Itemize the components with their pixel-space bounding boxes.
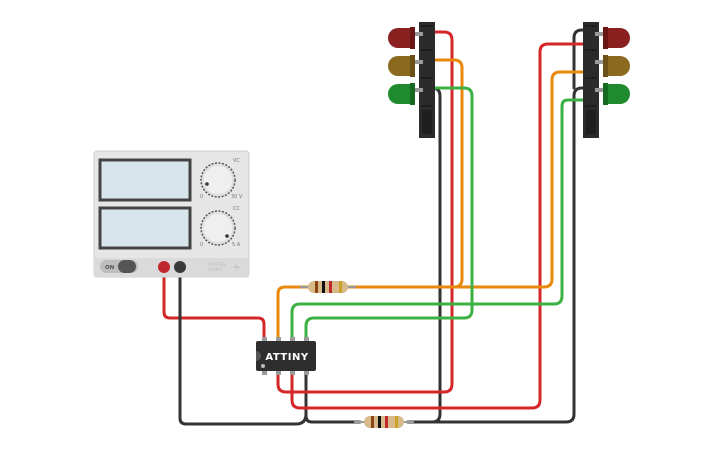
chip-pin [276, 368, 281, 375]
current-display [98, 206, 192, 250]
right-red-led-rim [603, 27, 608, 49]
right-green-led-rim [603, 83, 608, 105]
light-left-strip-base [422, 110, 432, 134]
wire-orange-right-light[interactable] [346, 70, 592, 289]
left-yellow-led-rim [410, 55, 415, 77]
positive-terminal[interactable] [158, 261, 170, 273]
current-max-label: 5 A [232, 242, 241, 248]
voltage-display [98, 158, 192, 202]
voltage-min-label: 0 [200, 194, 203, 200]
left-red-led-rim [410, 27, 415, 49]
light-right-strip-base [586, 110, 596, 134]
wires [162, 28, 592, 426]
light-right-strip-segments [585, 25, 597, 107]
light-left-strip-segments [421, 25, 433, 107]
chip-label: ATTINY [265, 352, 308, 363]
chip-pin [290, 337, 295, 344]
current-min-label: 0 [200, 242, 203, 248]
traffic-light-right[interactable] [583, 22, 630, 138]
voltage-max-label: 30 V [231, 194, 243, 200]
current-knob-face [204, 214, 232, 242]
traffic-light-left[interactable] [388, 22, 435, 138]
left-yellow-led[interactable] [388, 56, 412, 76]
wire-black-right-light-top[interactable] [572, 28, 592, 90]
wire-orange-chip-resistor[interactable] [276, 285, 312, 344]
wire-black-left-light[interactable] [304, 86, 442, 424]
chip-notch [256, 351, 261, 361]
right-yellow-led-rim [603, 55, 608, 77]
resistor-top-band-1 [315, 281, 318, 293]
resistor-bottom-band-4 [395, 416, 398, 428]
voltage-knob-indicator [205, 182, 209, 186]
power-switch-label: ON [105, 265, 115, 271]
wire-red-power[interactable] [162, 266, 266, 344]
brand-line-2: SUPPLY [208, 267, 223, 272]
left-red-led[interactable] [388, 28, 412, 48]
chip-pin [304, 368, 309, 375]
chip-pin [262, 368, 267, 375]
wire-green-left-light[interactable] [290, 98, 592, 344]
right-yellow-led[interactable] [606, 56, 630, 76]
power-switch[interactable] [118, 260, 136, 273]
voltage-mode-label: VC [233, 158, 240, 164]
right-red-led[interactable] [606, 28, 630, 48]
chip-body [256, 341, 316, 371]
resistor-top-band-2 [322, 281, 325, 293]
resistor-bottom-band-1 [371, 416, 374, 428]
resistor-bottom[interactable] [354, 416, 414, 428]
wire-red-left-light[interactable] [276, 30, 454, 394]
light-right-strip [583, 22, 599, 138]
light-left-strip [419, 22, 435, 138]
resistor-bottom-band-2 [378, 416, 381, 428]
current-knob-indicator [225, 234, 229, 238]
wire-green-right-light[interactable] [304, 86, 474, 344]
chip-pin [290, 368, 295, 375]
resistor-top[interactable] [300, 281, 356, 293]
chip-pin [304, 337, 309, 344]
wire-red-right-light[interactable] [290, 42, 592, 410]
resistor-top-band-3 [329, 281, 332, 293]
left-green-led-rim [410, 83, 415, 105]
current-mode-label: CC [233, 206, 240, 212]
resistor-bottom-band-3 [385, 416, 388, 428]
chip-pin [262, 337, 267, 344]
brand-line-1: VOLTAGE [208, 262, 226, 267]
resistor-top-band-4 [339, 281, 342, 293]
power-supply[interactable]: VC CC 0 30 V 0 5 A ON VOLTAGE SUPPLY [93, 150, 250, 278]
negative-terminal[interactable] [174, 261, 186, 273]
wire-black-right-light[interactable] [406, 86, 592, 424]
attiny-chip[interactable]: ATTINY [256, 337, 316, 375]
voltage-knob-face [204, 166, 232, 194]
left-green-led[interactable] [388, 84, 412, 104]
right-green-led[interactable] [606, 84, 630, 104]
chip-pin1-dot [261, 364, 265, 368]
chip-pin [276, 337, 281, 344]
lightning-icon [233, 261, 240, 274]
